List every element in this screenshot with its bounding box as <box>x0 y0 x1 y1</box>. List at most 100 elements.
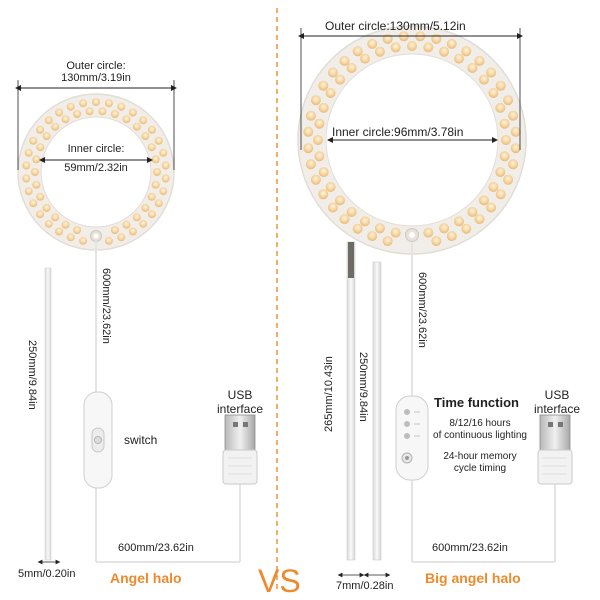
led-dot <box>431 236 442 247</box>
right-inner-circle-label: Inner circle:96mm/3.78in <box>332 125 464 139</box>
led-dot <box>374 223 385 234</box>
led-dot <box>325 88 336 98</box>
led-dot <box>310 95 321 106</box>
led-dot <box>31 168 39 176</box>
led-dot <box>352 223 363 234</box>
led-dot <box>382 33 393 44</box>
switch-label: switch <box>124 433 158 447</box>
led-dot <box>499 118 510 129</box>
led-dot <box>42 203 51 212</box>
led-dot <box>85 107 94 116</box>
led-dot <box>42 132 51 141</box>
led-dot <box>508 159 519 170</box>
led-dot <box>327 67 338 78</box>
led-dot <box>128 108 137 117</box>
vs-label: VS <box>258 563 301 599</box>
led-dot <box>474 214 485 225</box>
led-dot <box>22 174 31 183</box>
led-dot <box>467 63 478 73</box>
led-dot <box>110 226 119 234</box>
led-dot <box>510 143 521 154</box>
right-cable-length: 600mm/23.62in <box>416 272 428 348</box>
right-outer-circle-label: Outer circle:130mm/5.12in <box>325 19 466 33</box>
led-dot <box>66 102 75 111</box>
led-dot <box>79 99 88 108</box>
led-dot <box>446 231 457 242</box>
product-name-big-angel-halo: Big angel halo <box>425 570 521 586</box>
led-dot <box>339 214 350 225</box>
led-dot <box>29 136 38 145</box>
led-dot <box>495 80 506 91</box>
led-dot <box>499 151 510 162</box>
led-dot <box>407 41 417 51</box>
led-dot <box>36 192 45 201</box>
led-dot <box>141 203 150 212</box>
led-dot <box>44 219 53 228</box>
led-dot <box>390 42 401 53</box>
timer-controller-icon <box>395 395 429 481</box>
led-dot <box>73 110 82 118</box>
led-dot <box>104 236 113 245</box>
led-dot <box>51 122 60 131</box>
led-dot <box>346 207 357 217</box>
led-dot <box>431 33 442 44</box>
led-dot <box>153 168 161 176</box>
led-dot <box>423 227 434 238</box>
led-dot <box>24 148 33 157</box>
led-dot <box>503 95 514 106</box>
led-dot <box>352 46 363 57</box>
time-function-title: Time function <box>434 395 519 410</box>
led-dot <box>454 216 464 227</box>
led-dot <box>446 38 457 49</box>
led-dot <box>151 180 160 189</box>
led-dot <box>374 46 385 57</box>
led-dot <box>154 199 163 208</box>
led-dot <box>335 195 345 206</box>
led-dot <box>313 135 323 145</box>
led-dot <box>454 53 464 64</box>
left-stake-width: 5mm/0.20in <box>18 568 76 580</box>
left-cable-length: 600mm/23.62in <box>100 268 112 344</box>
led-dot <box>479 195 489 206</box>
led-dot <box>310 174 321 185</box>
led-dot <box>486 67 497 78</box>
led-dot <box>346 63 357 73</box>
led-dot <box>495 167 506 178</box>
left-stake-length: 250mm/9.84in <box>26 340 38 410</box>
led-dot <box>318 102 329 113</box>
led-dot <box>327 202 338 213</box>
plant-stake-icon <box>346 241 382 561</box>
led-dot <box>154 136 163 145</box>
led-dot <box>303 126 314 137</box>
led-dot <box>139 116 148 125</box>
led-dot <box>439 223 450 234</box>
led-dot <box>314 151 325 162</box>
led-dot <box>44 116 53 125</box>
led-dot <box>382 236 393 247</box>
led-dot <box>32 180 41 189</box>
led-dot <box>159 148 168 157</box>
led-dot <box>461 46 472 57</box>
led-dot <box>325 182 336 192</box>
led-dot <box>159 187 168 196</box>
led-dot <box>461 223 472 234</box>
right-stake-length-2: 250mm/9.84in <box>357 352 369 422</box>
led-dot <box>360 216 370 227</box>
right-usb-label: USB interface <box>533 388 581 416</box>
time-function-line1: 8/12/16 hours <box>449 418 511 429</box>
led-dot <box>29 199 38 208</box>
led-dot <box>367 38 378 49</box>
led-dot <box>61 115 70 124</box>
led-dot <box>503 174 514 185</box>
led-dot <box>104 99 113 108</box>
right-stake-width: 7mm/0.28in <box>336 580 394 592</box>
led-dot <box>61 220 70 229</box>
led-dot <box>474 55 485 66</box>
small-ring-light <box>17 93 175 251</box>
led-dot <box>132 122 141 131</box>
led-dot <box>339 55 350 66</box>
left-inner-circle-label: Inner circle: <box>67 143 125 155</box>
led-dot <box>55 227 64 236</box>
